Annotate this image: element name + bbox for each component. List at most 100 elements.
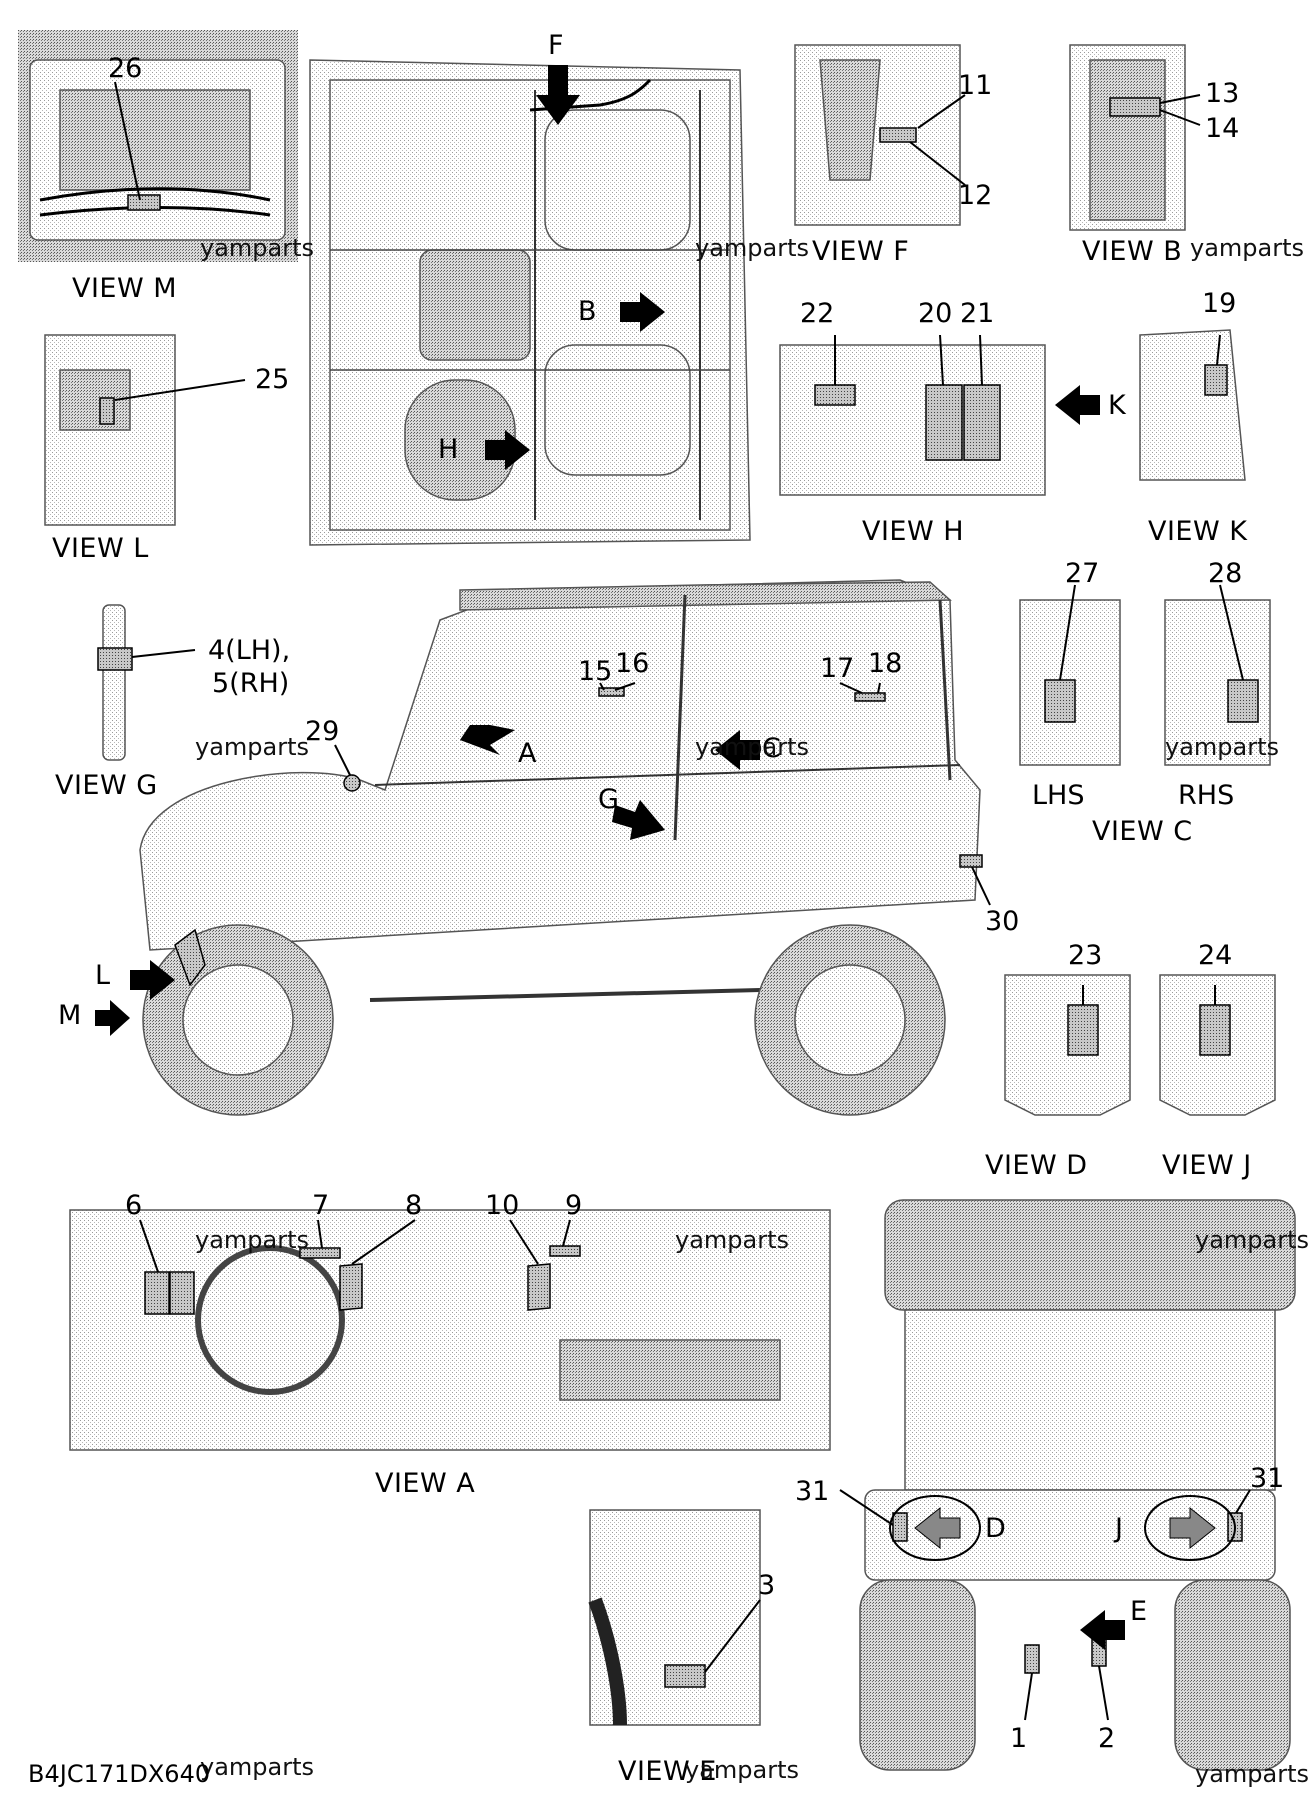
arrow-letter-j: J: [1115, 1513, 1123, 1544]
watermark: yamparts: [695, 234, 810, 262]
callout-13: 13: [1205, 78, 1240, 109]
diagram-code: B4JC171DX640: [28, 1760, 211, 1788]
callout-1: 1: [1010, 1723, 1028, 1754]
callout-29: 29: [305, 716, 340, 747]
watermark: yamparts: [1195, 1226, 1310, 1254]
arrow-letter-d: D: [985, 1513, 1006, 1544]
arrow-letter-e: E: [1130, 1596, 1148, 1627]
callout-2: 2: [1098, 1723, 1116, 1754]
callout-26: 26: [108, 53, 143, 84]
leader-lines: [114, 81, 1251, 1721]
view-g-illustration: [97, 604, 133, 761]
view-e-title: VIEW E: [618, 1756, 717, 1787]
view-d-j-illustration: [1004, 974, 1276, 1116]
view-e-illustration: [588, 1509, 761, 1726]
direction-arrows: [95, 65, 1216, 1650]
view-f-title: VIEW F: [812, 236, 910, 267]
arrow-e: [1080, 1610, 1125, 1650]
watermark: yamparts: [1195, 1760, 1310, 1788]
arrow-letter-a: A: [518, 738, 537, 769]
arrow-letter-b: B: [578, 296, 597, 327]
view-d-title: VIEW D: [985, 1150, 1088, 1181]
arrow-h: [485, 430, 530, 470]
arrow-l: [130, 960, 175, 1000]
arrow-k: [1055, 385, 1100, 425]
callout-4: 4(LH),: [208, 635, 291, 666]
view-l-title: VIEW L: [52, 533, 149, 564]
callout-30: 30: [985, 906, 1020, 937]
callout-16: 16: [615, 648, 650, 679]
watermark: yamparts: [675, 1226, 790, 1254]
view-g-title: VIEW G: [55, 770, 158, 801]
callout-7: 7: [312, 1190, 330, 1221]
callout-3: 3: [758, 1570, 776, 1601]
vehicle-rear-view: [859, 1199, 1296, 1771]
watermark: yamparts: [695, 733, 810, 761]
callout-25: 25: [255, 364, 290, 395]
watermark: yamparts: [1190, 234, 1305, 262]
view-m-title: VIEW M: [72, 273, 178, 304]
view-a-title: VIEW A: [375, 1468, 476, 1499]
watermark: yamparts: [1165, 733, 1280, 761]
arrow-g: [612, 800, 665, 840]
view-k-title: VIEW K: [1148, 516, 1248, 547]
callout-18: 18: [868, 648, 903, 679]
watermark: yamparts: [685, 1756, 800, 1784]
callout-17: 17: [820, 653, 855, 684]
view-k-illustration: [1139, 329, 1246, 481]
view-b-illustration: [1069, 44, 1186, 231]
view-a-illustration: [69, 1209, 831, 1451]
callout-5: 5(RH): [212, 668, 290, 699]
callout-22: 22: [800, 298, 835, 329]
arrow-letter-k: K: [1108, 390, 1126, 421]
arrow-letter-m: M: [58, 1000, 82, 1031]
callout-19: 19: [1202, 288, 1237, 319]
arrow-letter-c: C: [762, 733, 781, 764]
rhs-label: RHS: [1178, 780, 1235, 811]
view-f-illustration: [794, 44, 961, 226]
view-j-title: VIEW J: [1162, 1150, 1252, 1181]
arrow-a: [460, 725, 515, 755]
vehicle-side-view: [139, 579, 983, 1116]
view-c-title: VIEW C: [1092, 816, 1193, 847]
callout-11: 11: [958, 70, 993, 101]
callout-31-right: 31: [1250, 1463, 1285, 1494]
watermark: yamparts: [195, 733, 310, 761]
callout-10: 10: [485, 1190, 520, 1221]
callout-23: 23: [1068, 940, 1103, 971]
callout-9: 9: [565, 1190, 583, 1221]
callout-6: 6: [125, 1190, 143, 1221]
callout-27: 27: [1065, 558, 1100, 589]
arrow-letter-f: F: [548, 30, 564, 61]
view-c-illustration: [1019, 599, 1271, 766]
arrow-b: [620, 292, 665, 332]
arrow-d: [914, 1506, 961, 1550]
callout-24: 24: [1198, 940, 1233, 971]
vehicle-top-view: [309, 59, 751, 546]
watermark: yamparts: [200, 234, 315, 262]
callout-20: 20: [918, 298, 953, 329]
arrow-letter-l: L: [95, 960, 111, 991]
callout-14: 14: [1205, 113, 1240, 144]
watermark: yamparts: [200, 1753, 315, 1781]
view-m-illustration: [18, 30, 298, 262]
view-l-illustration: [44, 334, 176, 526]
view-h-title: VIEW H: [862, 516, 965, 547]
arrow-c: [715, 730, 760, 770]
callout-8: 8: [405, 1190, 423, 1221]
callout-31-left: 31: [795, 1476, 830, 1507]
arrow-letter-g: G: [598, 784, 619, 815]
callout-21: 21: [960, 298, 995, 329]
arrow-f: [536, 65, 580, 125]
arrow-m: [95, 1000, 130, 1036]
watermark: yamparts: [195, 1226, 310, 1254]
view-h-illustration: [779, 344, 1046, 496]
arrow-j: [1169, 1506, 1216, 1550]
arrow-letter-h: H: [438, 434, 459, 465]
lhs-label: LHS: [1032, 780, 1085, 811]
callout-15: 15: [578, 656, 613, 687]
view-b-title: VIEW B: [1082, 236, 1183, 267]
callout-12: 12: [958, 180, 993, 211]
callout-28: 28: [1208, 558, 1243, 589]
